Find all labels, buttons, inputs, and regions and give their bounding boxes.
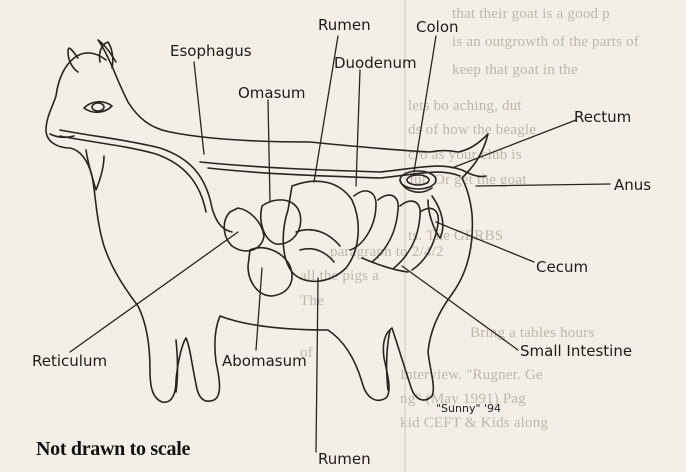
leg-stroke bbox=[176, 340, 178, 392]
reticulum-shape bbox=[224, 208, 264, 251]
goat-beard bbox=[86, 150, 104, 190]
goat-pupil bbox=[92, 103, 104, 111]
label-cecum: Cecum bbox=[536, 258, 588, 276]
dorsal-tract bbox=[200, 162, 486, 177]
label-omasum: Omasum bbox=[238, 84, 306, 102]
label-esophagus: Esophagus bbox=[170, 42, 252, 60]
scale-note: Not drawn to scale bbox=[36, 438, 190, 461]
label-small-intestine: Small Intestine bbox=[520, 342, 632, 360]
esophagus-tube bbox=[60, 130, 232, 232]
cecum-shape bbox=[428, 196, 443, 238]
dorsal-tract-inner bbox=[208, 168, 460, 178]
artist-signature: "Sunny" '94 bbox=[436, 402, 501, 415]
omasum-shape bbox=[261, 200, 301, 244]
rumen-fold bbox=[300, 249, 334, 262]
label-rumen-top: Rumen bbox=[318, 16, 371, 34]
label-abomasum: Abomasum bbox=[222, 352, 307, 370]
label-rumen-bottom: Rumen bbox=[318, 450, 371, 468]
label-anus: Anus bbox=[614, 176, 651, 194]
small-intestine-coils bbox=[350, 191, 438, 272]
esophagus-tube-inner bbox=[60, 136, 206, 212]
leader-lines bbox=[70, 36, 610, 452]
rumen-fold bbox=[296, 230, 340, 246]
goat-ear bbox=[68, 48, 78, 72]
label-colon: Colon bbox=[416, 18, 459, 36]
label-reticulum: Reticulum bbox=[32, 352, 107, 370]
label-duodenum: Duodenum bbox=[334, 54, 417, 72]
label-rectum: Rectum bbox=[574, 108, 631, 126]
